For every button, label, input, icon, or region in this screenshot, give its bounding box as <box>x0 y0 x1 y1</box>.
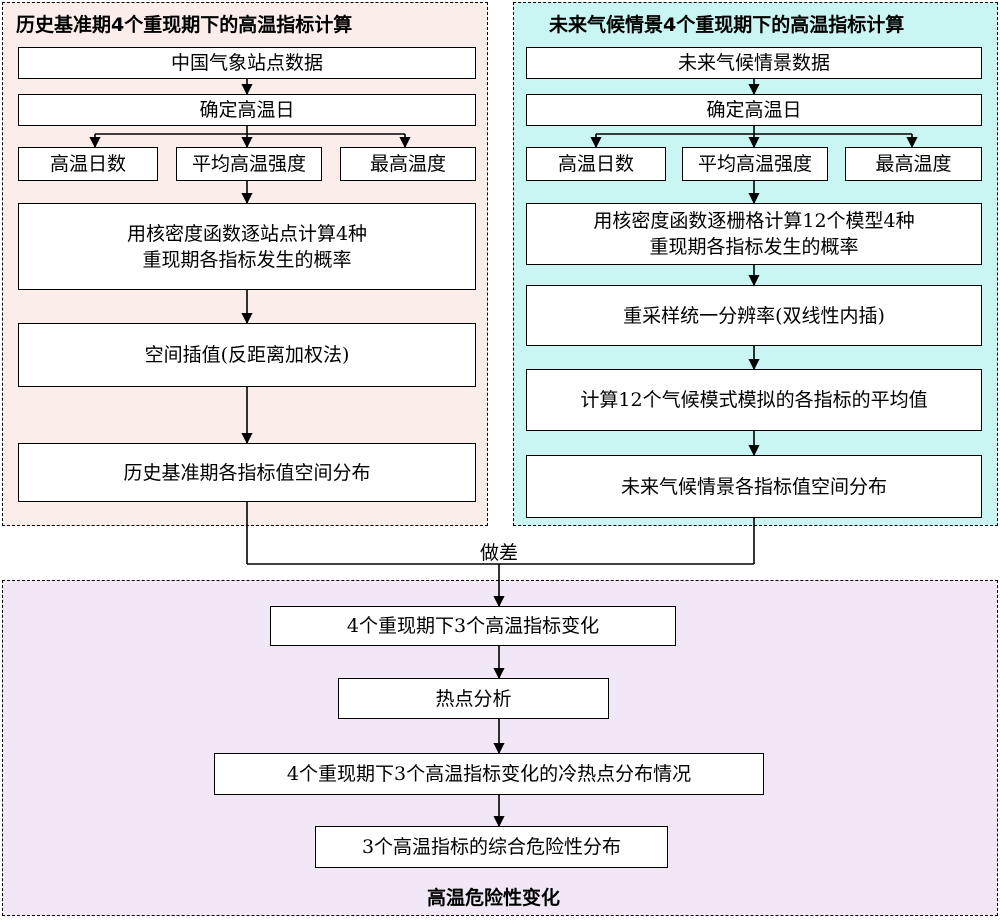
right-kde-line-2: 重现期各指标发生的概率 <box>649 236 859 258</box>
left-indicator-days-box: 高温日数 <box>18 147 158 181</box>
indicator-change-box: 4个重现期下3个高温指标变化 <box>270 606 676 646</box>
hotspot-analysis-box: 热点分析 <box>338 678 609 719</box>
left-indicator-intensity-box: 平均高温强度 <box>176 147 322 181</box>
future-distribution-box: 未来气候情景各指标值空间分布 <box>526 455 982 518</box>
left-kde-box: 用核密度函数逐站点计算4种 重现期各指标发生的概率 <box>18 203 476 290</box>
station-data-box: 中国气象站点数据 <box>18 47 476 79</box>
climate-data-box: 未来气候情景数据 <box>526 47 982 79</box>
difference-label: 做差 <box>480 542 519 564</box>
left-determine-days-box: 确定高温日 <box>18 94 476 126</box>
right-indicator-days-box: 高温日数 <box>526 147 666 181</box>
model-mean-box: 计算12个气候模式模拟的各指标的平均值 <box>526 369 982 431</box>
hazard-distribution-box: 3个高温指标的综合危险性分布 <box>315 826 668 868</box>
resample-box: 重采样统一分辨率(双线性内插) <box>526 285 982 346</box>
right-kde-line-1: 用核密度函数逐栅格计算12个模型4种 <box>593 210 915 232</box>
left-indicator-max-temp-box: 最高温度 <box>340 147 476 181</box>
right-determine-days-box: 确定高温日 <box>526 94 982 126</box>
historical-panel-title: 历史基准期4个重现期下的高温指标计算 <box>16 14 353 36</box>
hazard-change-panel-title: 高温危险性变化 <box>427 887 561 909</box>
left-kde-line-2: 重现期各指标发生的概率 <box>142 248 352 271</box>
historical-distribution-box: 历史基准期各指标值空间分布 <box>18 443 476 502</box>
right-kde-box: 用核密度函数逐栅格计算12个模型4种 重现期各指标发生的概率 <box>526 203 982 265</box>
interpolation-box: 空间插值(反距离加权法) <box>18 323 476 387</box>
future-panel-title: 未来气候情景4个重现期下的高温指标计算 <box>549 14 905 36</box>
left-kde-line-1: 用核密度函数逐站点计算4种 <box>126 222 368 245</box>
hotspot-distribution-box: 4个重现期下3个高温指标变化的冷热点分布情况 <box>214 753 764 795</box>
right-indicator-max-temp-box: 最高温度 <box>845 147 982 181</box>
right-indicator-intensity-box: 平均高温强度 <box>682 147 828 181</box>
